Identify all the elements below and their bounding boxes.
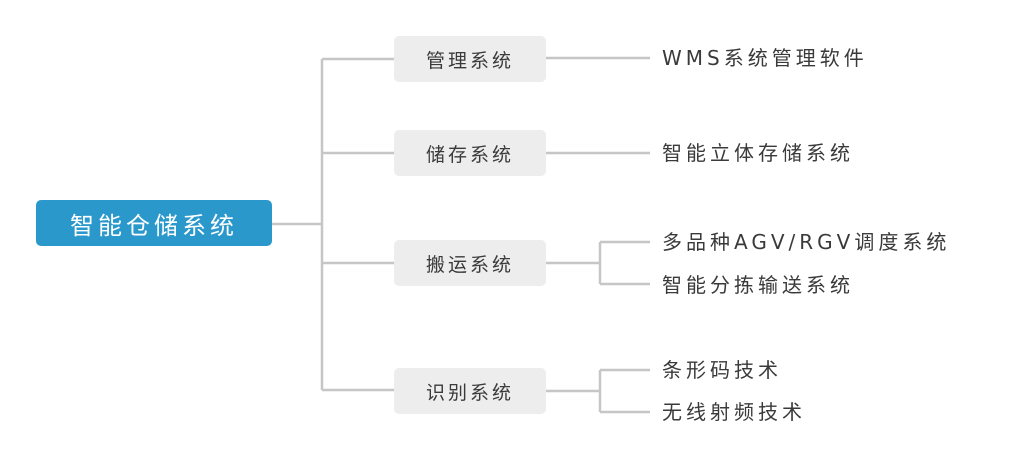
branch-node-storage: 储存系统	[394, 130, 546, 176]
leaf-agv-rgv-dispatch: 多品种AGV/RGV调度系统	[662, 230, 951, 254]
root-label: 智能仓储系统	[70, 211, 238, 240]
branch-label: 识别系统	[425, 381, 514, 404]
branch-node-management: 管理系统	[394, 36, 546, 82]
branch-node-identification: 识别系统	[394, 368, 546, 414]
leaf-barcode: 条形码技术	[662, 358, 782, 382]
leaf-wms-software: WMS系统管理软件	[662, 46, 868, 70]
branch-label: 储存系统	[425, 143, 514, 166]
leaf-rfid: 无线射频技术	[662, 400, 806, 424]
branch-node-handling: 搬运系统	[394, 240, 546, 286]
branch-label: 搬运系统	[425, 253, 514, 276]
root-node: 智能仓储系统	[36, 200, 272, 246]
leaf-sorting-conveyor: 智能分拣输送系统	[662, 273, 854, 297]
branch-label: 管理系统	[425, 49, 514, 72]
leaf-smart-storage: 智能立体存储系统	[662, 141, 854, 165]
